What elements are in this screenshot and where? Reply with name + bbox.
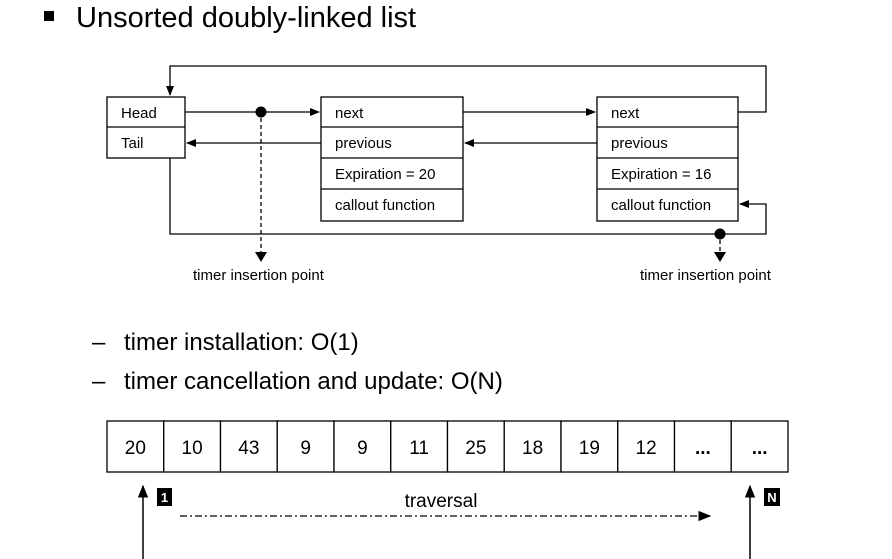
end-marker-box xyxy=(764,488,780,506)
heading-text: Unsorted doubly-linked list xyxy=(76,2,417,34)
array-cell xyxy=(617,420,676,473)
array-cell xyxy=(333,420,392,473)
array-cell-value: 25 xyxy=(465,438,486,459)
node2-callout-field: callout function xyxy=(611,197,711,214)
start-marker-label: 1 xyxy=(161,490,168,505)
bullet-text: timer installation: O(1) xyxy=(124,329,359,356)
timer-node-2: next previous Expiration = 16 callout fu… xyxy=(596,96,739,222)
array-cell xyxy=(673,420,732,473)
array-cell-value: 20 xyxy=(125,438,146,459)
node2-expiration-field: Expiration = 16 xyxy=(611,166,711,183)
start-marker-box xyxy=(157,488,172,506)
insertion-arrowhead-right xyxy=(714,252,726,262)
array-cell xyxy=(390,420,449,473)
node2-next-wrap-arrow xyxy=(166,65,767,113)
square-bullet-icon xyxy=(44,11,54,22)
tail-wrap-arrow xyxy=(169,158,767,235)
array-cell xyxy=(730,420,789,473)
array-cell-value: ... xyxy=(752,438,768,459)
array-cell-value: 10 xyxy=(182,438,203,459)
tail-field: Tail xyxy=(121,135,144,152)
insertion-point-dot-right xyxy=(714,228,726,240)
node2-next-field: next xyxy=(611,105,640,122)
insertion-arrowhead-left xyxy=(255,252,267,262)
head-field: Head xyxy=(121,105,157,122)
array-cell xyxy=(276,420,335,473)
array-cell-value: 9 xyxy=(357,438,368,459)
array-cell-value: 9 xyxy=(300,438,311,459)
list-head-box: Head Tail xyxy=(106,96,186,159)
array-cell-value: 19 xyxy=(579,438,600,459)
traversal-label: traversal xyxy=(405,491,478,512)
slide-heading: Unsorted doubly-linked list xyxy=(44,0,416,36)
array-cells: 20 10 43 9 9 11 25 18 19 12...... xyxy=(106,420,789,473)
insertion-label-right: timer insertion point xyxy=(640,267,772,284)
timer-array-diagram: 20 10 43 9 9 11 25 18 19 12...... 1 traversal N xyxy=(106,420,789,559)
array-cell xyxy=(106,420,165,473)
array-cell-value: ... xyxy=(695,438,711,459)
end-marker-label: N xyxy=(767,490,776,505)
node1-expiration-field: Expiration = 20 xyxy=(335,166,435,183)
dash-marker: – xyxy=(92,368,106,395)
node1-next-field: next xyxy=(335,105,364,122)
linked-list-diagram: Head Tail next previous Expiration = 20 … xyxy=(106,65,772,284)
array-cell-value: 12 xyxy=(636,438,657,459)
array-cell-value: 43 xyxy=(238,438,259,459)
array-cell-value: 11 xyxy=(409,438,429,459)
insertion-point-dot-left xyxy=(255,106,267,118)
dash-marker: – xyxy=(92,329,106,356)
node1-previous-field: previous xyxy=(335,135,392,152)
timer-node-1: next previous Expiration = 20 callout fu… xyxy=(320,96,464,222)
insertion-label-left: timer insertion point xyxy=(193,267,325,284)
array-cell xyxy=(503,420,562,473)
node2-previous-field: previous xyxy=(611,135,668,152)
node1-callout-field: callout function xyxy=(335,197,435,214)
bullet-cancellation: –timer cancellation and update: O(N) xyxy=(92,367,503,397)
bullet-text: timer cancellation and update: O(N) xyxy=(124,368,503,395)
array-cell-value: 18 xyxy=(522,438,543,459)
bullet-installation: –timer installation: O(1) xyxy=(92,328,359,358)
array-cell xyxy=(163,420,222,473)
array-cell xyxy=(219,420,278,473)
